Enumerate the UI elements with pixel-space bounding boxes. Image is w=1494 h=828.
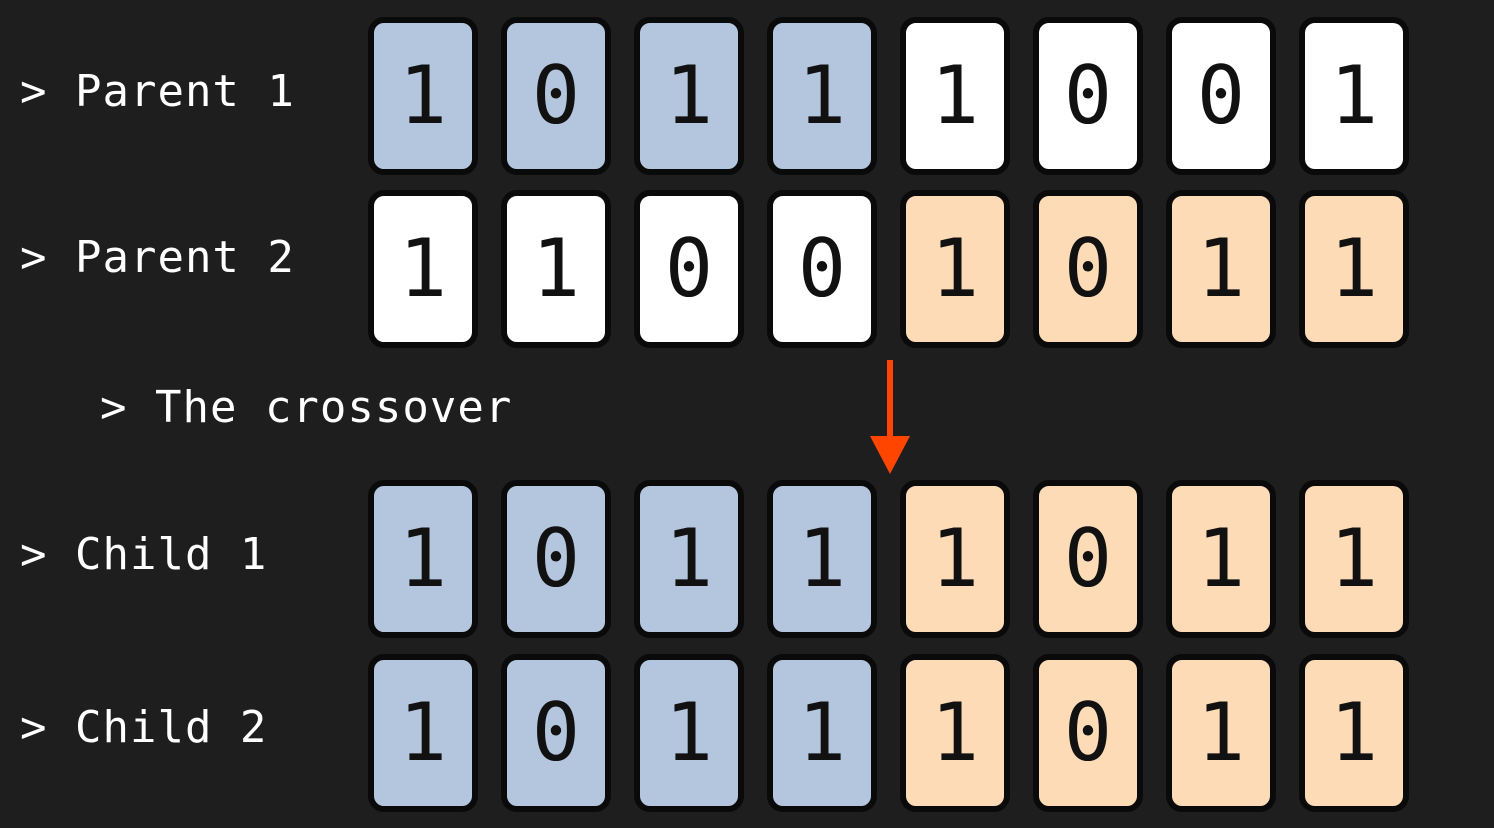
bit-cell: 0 [1166, 17, 1276, 175]
bit-cell: 1 [634, 480, 744, 638]
row-label-child-2: > Child 2 [20, 702, 268, 753]
bit-cell: 1 [1299, 480, 1409, 638]
crossover-arrow-head [870, 436, 910, 474]
bit-cell: 0 [501, 654, 611, 812]
bit-cell: 0 [767, 190, 877, 348]
bit-cell: 1 [900, 654, 1010, 812]
bit-cell: 1 [634, 17, 744, 175]
bit-cell: 1 [767, 17, 877, 175]
crossover-label: > The crossover [100, 382, 513, 433]
bit-cell: 1 [368, 17, 478, 175]
bit-cell: 1 [368, 480, 478, 638]
bit-cell: 1 [1299, 654, 1409, 812]
down-arrow-icon [870, 360, 910, 474]
row-label-child-1: > Child 1 [20, 529, 268, 580]
bit-cell: 1 [900, 190, 1010, 348]
bit-cell: 0 [501, 17, 611, 175]
bit-cell: 0 [1033, 480, 1143, 638]
bit-cell: 1 [1299, 190, 1409, 348]
bit-cell: 1 [900, 17, 1010, 175]
bit-cell: 1 [501, 190, 611, 348]
row-label-parent-1: > Parent 1 [20, 66, 295, 117]
bit-cell: 1 [1166, 190, 1276, 348]
bit-cell: 1 [1166, 480, 1276, 638]
bit-cell: 1 [1166, 654, 1276, 812]
bit-cell: 1 [634, 654, 744, 812]
bit-cell: 1 [767, 480, 877, 638]
bit-cell: 0 [1033, 654, 1143, 812]
bit-cell: 0 [1033, 190, 1143, 348]
bit-cell: 1 [368, 190, 478, 348]
bit-cell: 0 [501, 480, 611, 638]
bit-cell: 0 [634, 190, 744, 348]
bit-cell: 1 [368, 654, 478, 812]
bit-cell: 1 [1299, 17, 1409, 175]
bit-cell: 0 [1033, 17, 1143, 175]
row-label-parent-2: > Parent 2 [20, 232, 295, 283]
bit-cell: 1 [767, 654, 877, 812]
bit-cell: 1 [900, 480, 1010, 638]
